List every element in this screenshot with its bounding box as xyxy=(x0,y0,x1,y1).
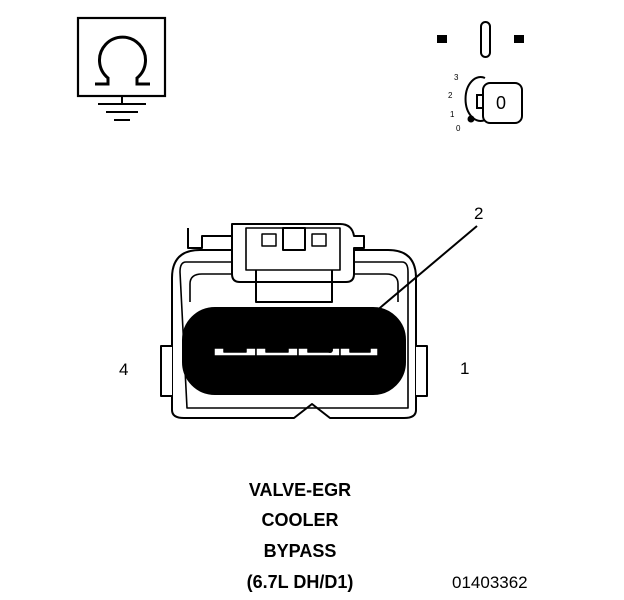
ignition-position-0: 0 xyxy=(456,124,461,133)
pin-label-right: 1 xyxy=(460,359,470,378)
ignition-position-3: 3 xyxy=(454,73,459,82)
ignition-key-label: 0 xyxy=(496,93,507,113)
ohmmeter-icon xyxy=(76,16,167,121)
caption-line-3: BYPASS xyxy=(263,541,337,561)
ignition-position-1: 1 xyxy=(450,110,455,119)
caption-line-1: VALVE-EGR xyxy=(248,480,352,500)
ignition-position-2: 2 xyxy=(448,91,453,100)
ignition-switch-icon xyxy=(437,21,524,124)
connector-face xyxy=(160,223,428,419)
figure-id: 01403362 xyxy=(452,573,528,592)
callout-number: 2 xyxy=(474,204,484,223)
callout-leader xyxy=(327,225,478,353)
caption-line-2: COOLER xyxy=(261,510,339,530)
pin-label-left: 4 xyxy=(119,360,129,379)
caption-line-4: (6.7L DH/D1) xyxy=(246,572,354,592)
